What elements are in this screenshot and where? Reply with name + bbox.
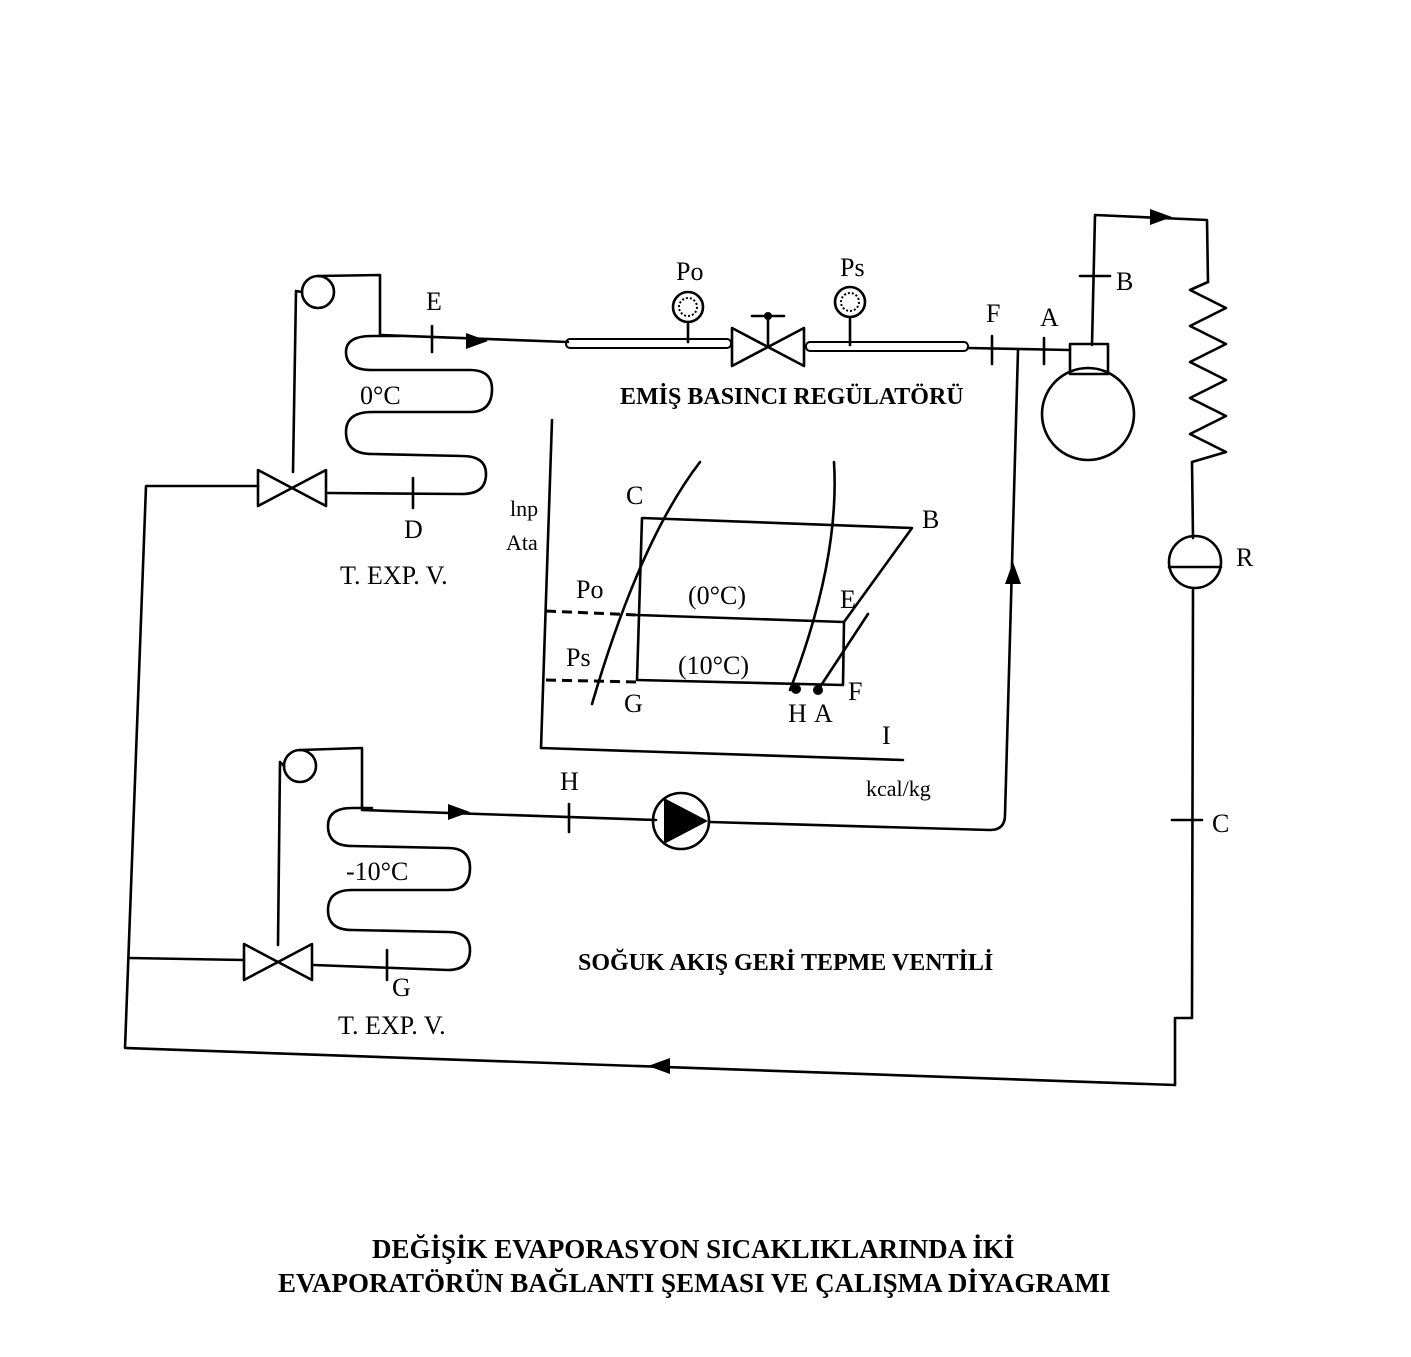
ph-point-H: H	[788, 699, 807, 728]
bottom-branch-line	[127, 956, 246, 962]
regulator-caption: EMİŞ BASINCI REGÜLATÖRÜ	[620, 384, 964, 410]
bottom-evaporator-temp: -10°C	[346, 857, 408, 886]
ph-x-symbol: I	[882, 721, 891, 750]
regulator-valve-icon	[730, 312, 806, 368]
label-D: D	[404, 515, 423, 544]
top-bulb-capillary	[291, 273, 382, 474]
label-B: B	[1116, 267, 1133, 296]
label-E: E	[426, 287, 442, 316]
cycle-lower-compression	[816, 612, 870, 692]
suction-pressure-regulator	[671, 285, 1046, 368]
saturated-vapor-curve	[788, 460, 836, 692]
ph-point-B: B	[922, 505, 939, 534]
ph-point-E: E	[840, 585, 856, 614]
bottom-valve-label: T. EXP. V.	[338, 1011, 446, 1040]
ph-po-label: Po	[576, 575, 603, 604]
bottom-sensing-bulb-icon	[282, 748, 318, 784]
labels: E D F A B R C H G Po Ps 0°C T. EXP. V. -…	[278, 253, 1254, 1298]
ph-point-C: C	[626, 481, 643, 510]
check-valve-caption: SOĞUK AKIŞ GERİ TEPME VENTİLİ	[578, 949, 993, 976]
ph-point-A: A	[814, 699, 833, 728]
arrow-bottom-right	[448, 804, 470, 820]
label-R: R	[1236, 543, 1254, 572]
bottom-bulb-capillary	[276, 746, 364, 947]
po-isobar	[635, 613, 846, 624]
top-expansion-valve-icon	[256, 468, 328, 508]
bottom-expansion-valve-icon	[242, 942, 314, 982]
top-evaporator-temp: 0°C	[360, 381, 401, 410]
ph-temp-10: (10°C)	[678, 651, 749, 680]
ph-point-G: G	[624, 689, 643, 718]
top-valve-label: T. EXP. V.	[340, 561, 448, 590]
title-line-2: EVAPORATÖRÜN BAĞLANTI ŞEMASI VE ÇALIŞMA …	[278, 1268, 1110, 1298]
condenser-coil	[1188, 280, 1228, 540]
ph-y-label-1: lnp	[510, 496, 538, 521]
label-H: H	[560, 767, 579, 796]
flow-arrows	[448, 209, 1172, 1074]
top-evaporator	[256, 273, 494, 510]
label-Ps: Ps	[840, 253, 865, 282]
po-gauge-icon	[671, 290, 705, 344]
bottom-evaporator	[242, 746, 571, 982]
regulator-tube-left	[565, 338, 732, 349]
top-evaporator-coil	[326, 334, 494, 496]
receiver-icon	[1167, 534, 1223, 590]
arrow-discharge	[1150, 209, 1172, 225]
point-A-dot	[813, 685, 823, 695]
ps-dash	[545, 678, 638, 684]
bottom-evap-outlet-line	[360, 804, 658, 822]
label-A: A	[1040, 303, 1059, 332]
suction-line	[966, 346, 1072, 352]
bottom-evaporator-coil	[312, 806, 472, 972]
title-line-1: DEĞİŞİK EVAPORASYON SICAKLIKLARINDA İKİ	[372, 1234, 1014, 1264]
arrow-return-left	[648, 1058, 670, 1074]
ph-x-unit: kcal/kg	[866, 776, 931, 801]
check-valve-icon	[651, 791, 711, 851]
label-Po: Po	[676, 257, 703, 286]
liquid-return-line	[1173, 588, 1195, 1087]
ph-diagram	[539, 418, 914, 762]
ph-y-label-2: Ata	[506, 530, 538, 555]
ph-ps-label: Ps	[566, 643, 591, 672]
compressor-icon	[1040, 274, 1136, 462]
regulator-tube-right	[805, 341, 969, 352]
saturated-liquid-curve	[590, 460, 702, 706]
ph-y-axis	[539, 418, 554, 750]
arrow-riser-up	[1005, 562, 1021, 584]
riser-line	[708, 348, 1020, 832]
ph-temp-0: (0°C)	[688, 581, 746, 610]
label-G: G	[392, 973, 411, 1002]
arrow-top-right	[466, 333, 488, 349]
ph-x-axis	[539, 746, 905, 762]
ph-point-F: F	[848, 677, 862, 706]
point-H-dot	[791, 684, 801, 694]
label-F: F	[986, 299, 1000, 328]
label-C: C	[1212, 809, 1229, 838]
top-sensing-bulb-icon	[300, 274, 336, 310]
ps-gauge-icon	[833, 285, 867, 347]
